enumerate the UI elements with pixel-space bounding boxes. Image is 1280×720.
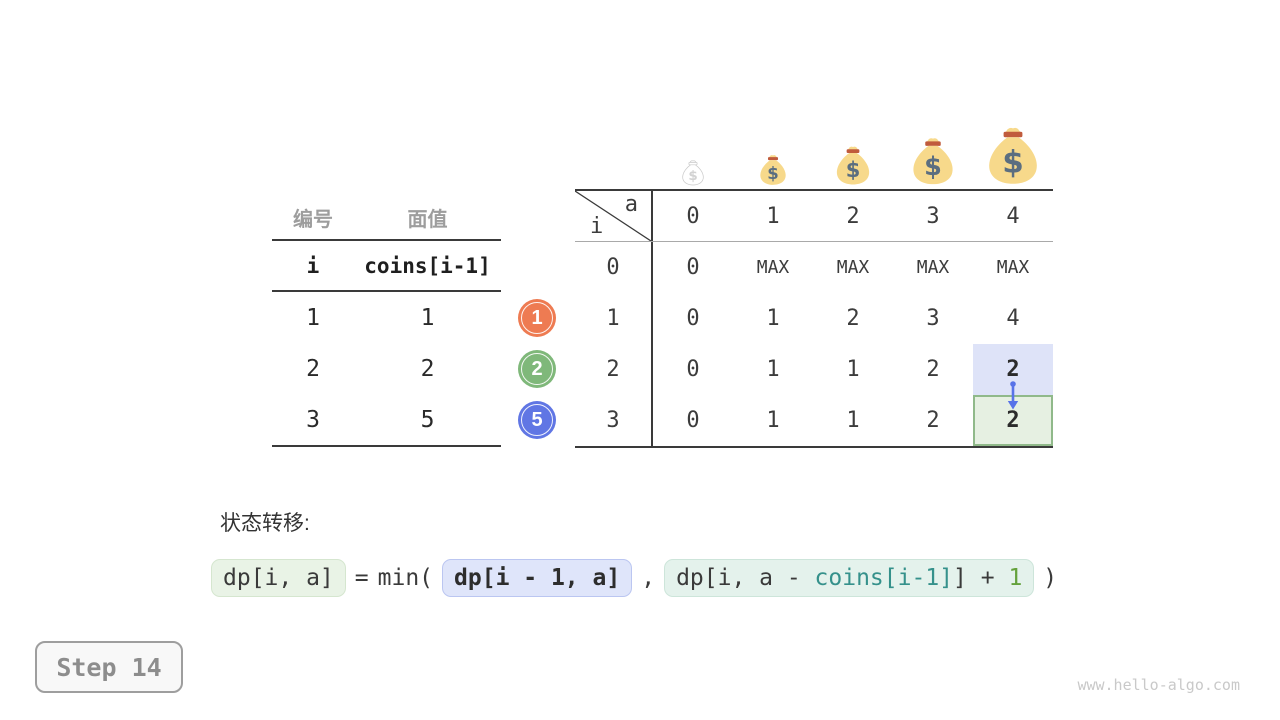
coin-icon-1: 1 xyxy=(518,299,556,337)
dp-cell: 1 xyxy=(766,408,780,433)
coin-value: 2 xyxy=(420,355,435,382)
coin-index: 1 xyxy=(306,304,320,331)
coin-icon-5: 5 xyxy=(518,401,556,439)
formula-comma: , xyxy=(641,565,656,591)
formula-plus-one: 1 xyxy=(1008,565,1023,591)
diagonal-divider xyxy=(575,191,651,241)
formula-text: + xyxy=(966,565,1009,591)
dp-cell: 3 xyxy=(926,306,940,331)
dp-row-0: 0 0 MAX MAX MAX MAX xyxy=(575,242,1053,293)
dp-row-label: 3 xyxy=(575,395,653,446)
table-row: 2 2 xyxy=(272,343,501,394)
coin-value: 5 xyxy=(420,406,435,433)
formula-option-skip: dp[i - 1, a] xyxy=(442,559,633,597)
coin-table-subheader-i: i xyxy=(306,253,320,278)
formula-option-take: dp[i, a - coins[i-1]] + 1 xyxy=(664,559,1035,597)
dp-cell: 2 xyxy=(926,357,940,382)
dp-cell: 0 xyxy=(686,306,700,331)
dp-row-label: 0 xyxy=(575,242,653,293)
dp-table: a i 0 1 2 3 4 0 0 MAX MAX MAX MAX 1 0 1 … xyxy=(575,189,1053,448)
formula-min-open: min( xyxy=(377,565,434,591)
dp-cell: 0 xyxy=(686,408,700,433)
formula-equals: = xyxy=(354,565,369,591)
transition-arrow-icon xyxy=(1007,381,1019,410)
formula-text: ] xyxy=(953,565,967,591)
coin-index: 3 xyxy=(306,406,320,433)
dp-col-variable: a xyxy=(624,192,638,217)
dp-row-label: 2 xyxy=(575,344,653,395)
coin-icon-label: 5 xyxy=(521,404,553,436)
dp-corner-cell: a i xyxy=(575,191,653,241)
coin-table-header-id: 编号 xyxy=(293,209,333,231)
svg-text:$: $ xyxy=(767,164,778,183)
formula-title: 状态转移: xyxy=(220,512,310,535)
coin-table-subheader-row: i coins[i-1] xyxy=(272,241,501,292)
dp-cell: MAX xyxy=(916,257,950,278)
table-row: 3 5 xyxy=(272,394,501,445)
coin-index: 2 xyxy=(306,355,320,382)
formula-close-paren: ) xyxy=(1043,565,1058,591)
dp-row-2: 2 0 1 1 2 2 xyxy=(575,344,1053,395)
dp-cell: 1 xyxy=(846,408,860,433)
money-bag-empty-icon: $ xyxy=(682,160,704,186)
svg-text:$: $ xyxy=(1002,145,1024,181)
step-label: Step 14 xyxy=(56,652,162,682)
dp-row-label: 1 xyxy=(575,293,653,344)
svg-text:$: $ xyxy=(688,169,697,184)
dp-cell: 2 xyxy=(926,408,940,433)
money-bag-icon-4: $ xyxy=(989,127,1037,184)
dp-cell: MAX xyxy=(996,257,1030,278)
dp-row-1: 1 0 1 2 3 4 xyxy=(575,293,1053,344)
coin-icon-label: 2 xyxy=(521,353,553,385)
table-row: 1 1 xyxy=(272,292,501,343)
coin-definition-table: 编号 面值 i coins[i-1] 1 1 2 2 3 5 xyxy=(272,196,501,447)
money-bag-icon-2: $ xyxy=(836,146,870,185)
dp-cell: 1 xyxy=(846,357,860,382)
money-bag-icon-3: $ xyxy=(913,138,953,185)
dp-col-header: 3 xyxy=(926,203,940,229)
dp-col-header: 2 xyxy=(846,203,860,229)
step-indicator: Step 14 xyxy=(35,641,183,693)
formula-lhs: dp[i, a] xyxy=(211,559,346,597)
dp-row-variable: i xyxy=(590,214,604,239)
dp-col-header: 1 xyxy=(766,203,780,229)
formula-coins-ref: coins[i-1] xyxy=(814,565,954,591)
coin-table-subheader-coins: coins[i-1] xyxy=(364,253,491,278)
dp-cell: 0 xyxy=(686,255,700,280)
watermark: www.hello-algo.com xyxy=(1077,676,1240,694)
dp-col-header: 0 xyxy=(686,203,700,229)
dp-cell: MAX xyxy=(836,257,870,278)
dp-header-row: a i 0 1 2 3 4 xyxy=(575,191,1053,242)
dp-row-3: 3 0 1 1 2 2 xyxy=(575,395,1053,446)
money-bag-icon-1: $ xyxy=(760,155,786,185)
dp-cell: 4 xyxy=(1006,306,1020,331)
dp-cell: MAX xyxy=(756,257,790,278)
dp-cell: 0 xyxy=(686,357,700,382)
dp-cell: 1 xyxy=(766,357,780,382)
dp-col-header: 4 xyxy=(1006,203,1020,229)
svg-text:$: $ xyxy=(924,152,942,182)
coin-table-header-value: 面值 xyxy=(407,209,448,231)
coin-icon-label: 1 xyxy=(521,302,553,334)
state-transition-formula: dp[i, a] = min( dp[i - 1, a] , dp[i, a -… xyxy=(211,559,1057,597)
coin-value: 1 xyxy=(420,304,435,331)
coin-icon-2: 2 xyxy=(518,350,556,388)
svg-text:$: $ xyxy=(846,158,861,182)
dp-cell: 2 xyxy=(846,306,860,331)
coin-table-header-row: 编号 面值 xyxy=(272,196,501,241)
formula-text: dp[i, a - xyxy=(676,565,815,591)
dp-cell: 1 xyxy=(766,306,780,331)
